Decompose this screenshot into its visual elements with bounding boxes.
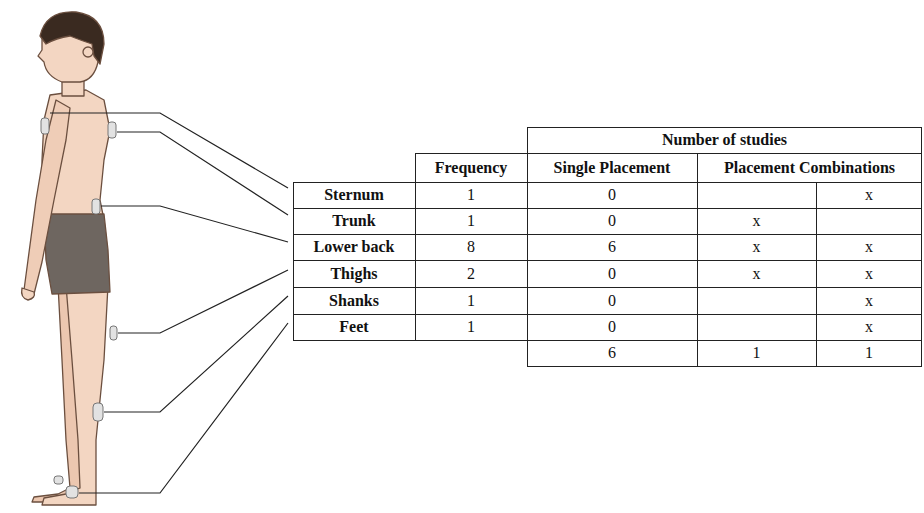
table-value: 0 [608,318,616,336]
table-value: 0 [608,265,616,283]
table-value: 1 [865,344,873,362]
table-cell: 0 [527,314,697,340]
table-value: 0 [608,186,616,204]
table-cell: 1 [697,340,816,366]
table-header: Trunk [332,212,375,230]
table-cell: Frequency [415,153,527,182]
table-header: Frequency [435,159,508,177]
table-value: 8 [467,238,475,256]
table-value: 6 [608,238,616,256]
leader-line [50,113,288,493]
table-cell: Sternum [293,182,415,208]
table-value: 1 [467,292,475,310]
table-cell: x [697,260,816,287]
table-cell: 0 [527,287,697,314]
table-header: Thighs [330,265,377,283]
table-cell: Number of studies [527,127,922,153]
table-cell: 6 [527,340,697,366]
table-cell: x [816,260,922,287]
table-value: x [865,186,873,204]
table-value: x [753,212,761,230]
table-cell: 0 [527,182,697,208]
person-figure [22,12,110,505]
table-cell: x [816,234,922,260]
table-header: Single Placement [554,159,671,177]
table-header: Number of studies [662,131,787,149]
table-cell: Feet [293,314,415,340]
table-cell: Lower back [293,234,415,260]
table-header: Lower back [313,238,394,256]
table-cell: Trunk [293,208,415,234]
table-cell: 1 [816,340,922,366]
table-header: Shanks [329,292,379,310]
table-header: Placement Combinations [724,159,895,177]
table-value: x [753,265,761,283]
table-header: Sternum [324,186,384,204]
table-cell: 1 [415,208,527,234]
table-grid [293,127,922,367]
table-cell: x [697,234,816,260]
table-value: x [865,318,873,336]
table-cell: 1 [415,287,527,314]
table-value: x [865,292,873,310]
table-value: x [865,265,873,283]
table-cell: x [816,314,922,340]
table-cell: x [697,208,816,234]
table-cell: Placement Combinations [697,153,922,182]
table-value: 2 [467,265,475,283]
table-cell: 6 [527,234,697,260]
table-value: x [865,238,873,256]
table-value: 0 [608,292,616,310]
table-value: 1 [753,344,761,362]
table-value: 1 [467,212,475,230]
table-header: Feet [339,318,368,336]
table-cell: 0 [527,208,697,234]
table-value: 0 [608,212,616,230]
table-cell: x [816,182,922,208]
table-cell: x [816,287,922,314]
table-value: 1 [467,318,475,336]
table-cell: Thighs [293,260,415,287]
table-cell: 1 [415,182,527,208]
table-value: x [753,238,761,256]
table-value: 1 [467,186,475,204]
table-cell: Single Placement [527,153,697,182]
table-cell: 2 [415,260,527,287]
table-value: 6 [608,344,616,362]
sensor [41,118,117,498]
table-cell: 0 [527,260,697,287]
table-cell: 8 [415,234,527,260]
table-cell: 1 [415,314,527,340]
table-cell: Shanks [293,287,415,314]
